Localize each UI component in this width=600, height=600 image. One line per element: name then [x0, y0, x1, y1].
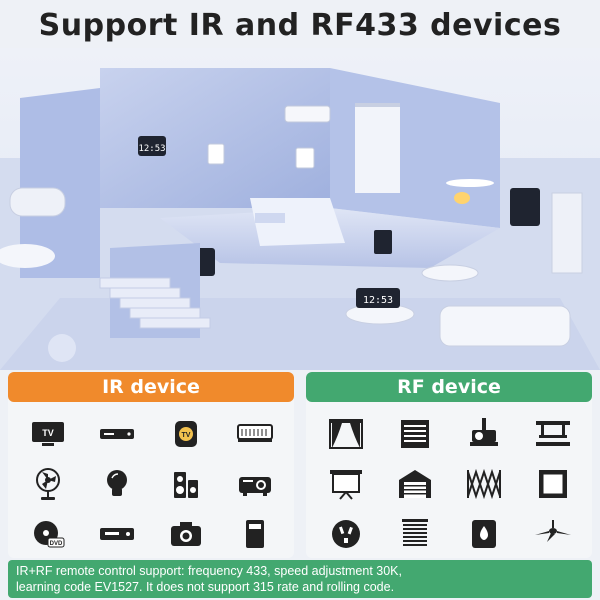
projector-mount-icon: [469, 418, 498, 446]
smart-home-illustration: 12:53 12:53: [0, 48, 600, 370]
ir-icon-grid: TV TV DVD: [14, 410, 288, 558]
ir-device-header: IR device: [8, 372, 294, 402]
projector-icon: [238, 477, 271, 496]
ir-device-panel: IR device TV TV DVD: [8, 372, 294, 558]
footer-line-2: learning code EV1527. It does not suppor…: [16, 580, 395, 594]
svg-text:TV: TV: [42, 428, 54, 438]
footer-line-1: IR+RF remote control support: frequency …: [16, 564, 402, 578]
rf-device-panel: RF device: [306, 372, 592, 558]
svg-text:DVD: DVD: [49, 541, 62, 547]
socket-icon: [331, 520, 360, 548]
speaker-icon: [173, 472, 198, 498]
ceiling-fan-icon: [534, 520, 571, 542]
retractable-gate-icon: [466, 468, 501, 500]
camera-icon: [170, 522, 201, 546]
set-top-box-icon: [99, 429, 134, 439]
footer-note: IR+RF remote control support: frequency …: [8, 560, 592, 598]
tv-icon: TV: [31, 422, 64, 446]
projection-screen-icon: [329, 470, 362, 500]
dvd-icon: DVD: [33, 521, 64, 548]
garage-door-icon: [398, 470, 431, 498]
window-icon: [538, 470, 567, 498]
curtain-icon: [328, 419, 363, 449]
air-conditioner-icon: [236, 424, 273, 442]
rf-device-header: RF device: [306, 372, 592, 402]
svg-text:TV: TV: [181, 432, 190, 439]
scene-clock-text: 12:53: [138, 144, 165, 154]
blinds-icon: [401, 519, 428, 546]
roller-shutter-icon: [400, 420, 429, 448]
scene-clock-text-center: 12:53: [363, 295, 393, 306]
tv-box-icon: TV: [174, 421, 197, 447]
ceiling-lift-icon: [535, 421, 570, 446]
rf-icon-grid: [312, 410, 586, 558]
page-title: Support IR and RF433 devices: [38, 7, 562, 43]
dvd-player-icon: [99, 528, 134, 540]
water-heater-icon: [471, 520, 496, 548]
air-purifier-icon: [245, 520, 264, 548]
fan-icon: [35, 468, 60, 500]
light-bulb-icon: [106, 470, 127, 496]
